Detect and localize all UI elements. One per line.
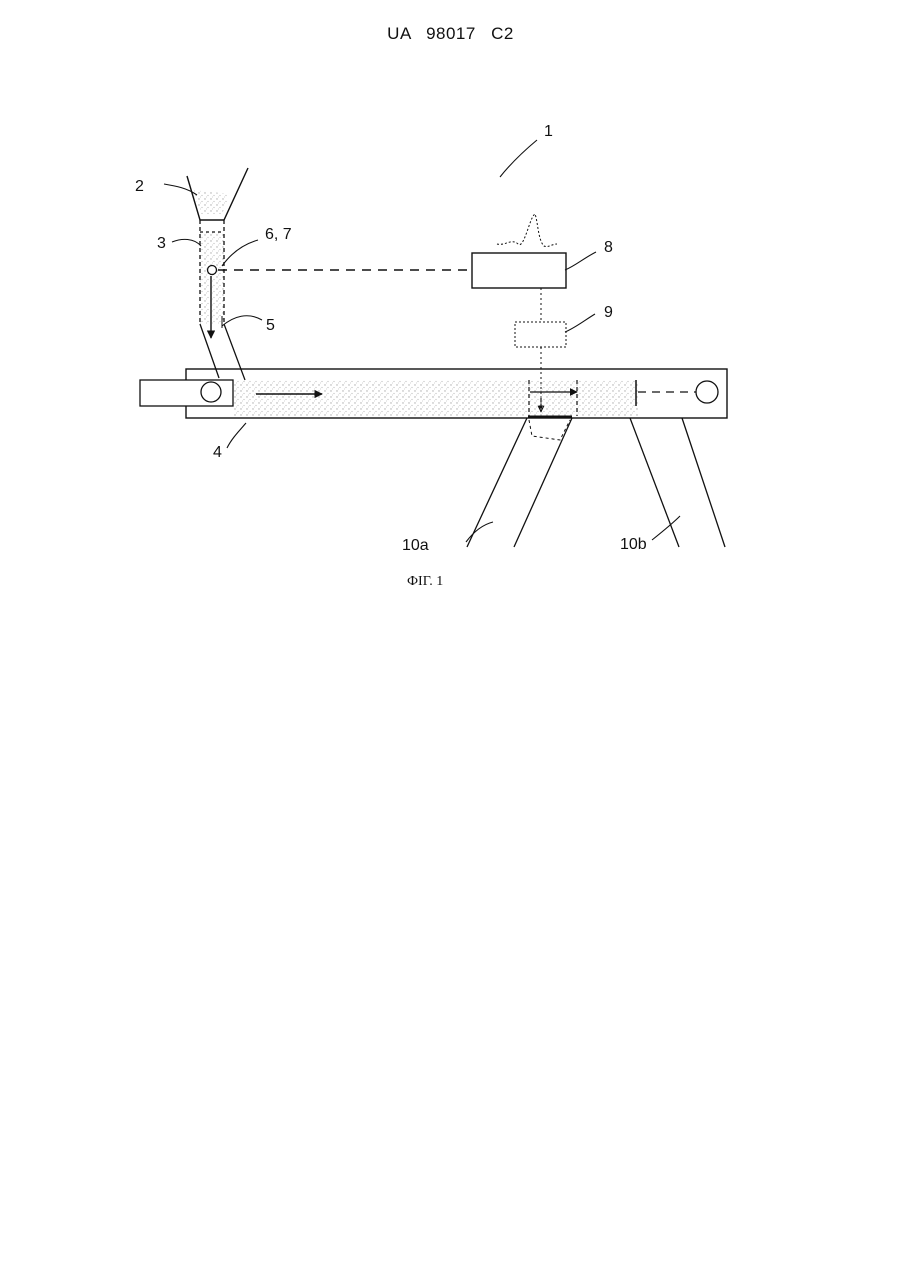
label-3: 3 (157, 235, 166, 252)
spectrum-peak (497, 214, 557, 247)
controller-box (515, 322, 566, 347)
analyzer-box (472, 253, 566, 288)
label-5: 5 (266, 317, 275, 334)
label-9: 9 (604, 304, 613, 321)
figure-caption: ФІГ. 1 (407, 574, 443, 589)
discharge-chute-10a (467, 418, 572, 547)
discharge-chute-10b (630, 418, 725, 547)
label-8: 8 (604, 239, 613, 256)
label-1: 1 (544, 123, 553, 140)
feed-chute (200, 220, 245, 380)
label-2: 2 (135, 178, 144, 195)
drive-roller (201, 382, 221, 402)
label-6-7: 6, 7 (265, 226, 292, 243)
return-roller (696, 381, 718, 403)
label-4: 4 (213, 444, 222, 461)
conveyor (140, 369, 727, 418)
sensor-circle (208, 266, 217, 275)
label-10a: 10a (402, 537, 429, 554)
label-10b: 10b (620, 536, 647, 553)
leader-lines (164, 140, 680, 542)
